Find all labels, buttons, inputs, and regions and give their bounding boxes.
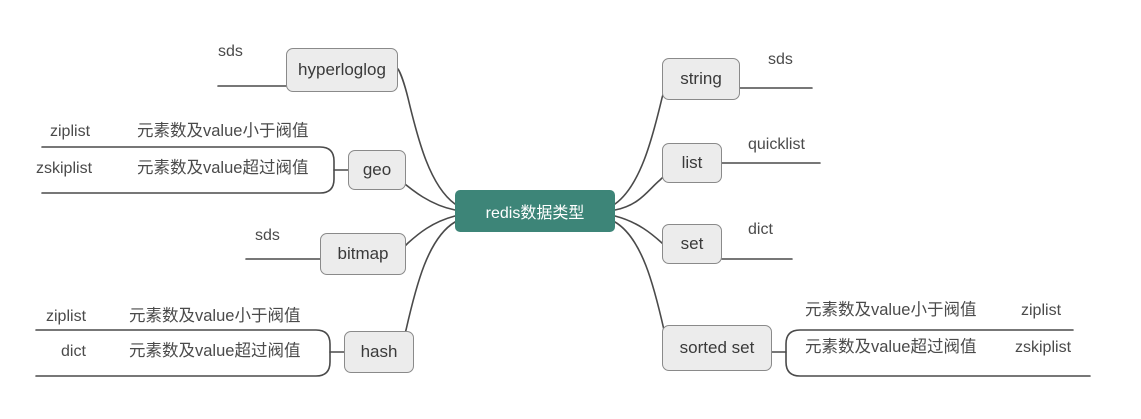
central-node-label: redis数据类型 — [485, 205, 585, 222]
node-hash-label: hash — [360, 342, 398, 361]
label-hash-row1-condition: 元素数及value小于阀值 — [129, 307, 301, 325]
label-string-encoding: sds — [768, 51, 793, 68]
node-hyperloglog[interactable]: hyperloglog — [286, 48, 398, 92]
link-central-string — [614, 77, 671, 205]
node-string-label: string — [680, 69, 722, 88]
node-list-label: list — [681, 153, 703, 172]
bracket-sortedset — [785, 329, 1091, 377]
label-set-encoding: dict — [748, 221, 773, 238]
node-string[interactable]: string — [662, 58, 740, 100]
label-list-encoding: quicklist — [748, 136, 805, 153]
node-hyperloglog-label: hyperloglog — [298, 60, 386, 79]
label-hash-row1-encoding: ziplist — [46, 308, 87, 325]
label-sortedset-row2-condition: 元素数及value超过阀值 — [805, 338, 977, 356]
label-bitmap-encoding: sds — [255, 227, 280, 244]
node-list[interactable]: list — [662, 143, 722, 183]
node-sorted-set-label: sorted set — [679, 338, 755, 357]
label-geo-row1-condition: 元素数及value小于阀值 — [137, 122, 309, 140]
node-hash[interactable]: hash — [344, 331, 414, 373]
label-sortedset-row2-encoding: zskiplist — [1015, 339, 1072, 356]
node-set-label: set — [680, 234, 704, 253]
link-central-bitmap — [399, 215, 456, 252]
central-node[interactable]: redis数据类型 — [455, 190, 615, 232]
node-geo-label: geo — [362, 160, 392, 179]
node-geo[interactable]: geo — [348, 150, 406, 190]
link-central-hyperloglog — [397, 68, 456, 205]
label-sortedset-row1-encoding: ziplist — [1021, 302, 1062, 319]
node-sorted-set[interactable]: sorted set — [662, 325, 772, 371]
label-hash-row2-condition: 元素数及value超过阀值 — [129, 342, 301, 360]
label-hash-row2-encoding: dict — [61, 343, 86, 360]
bracket-hash — [35, 329, 331, 377]
label-sortedset-row1-condition: 元素数及value小于阀值 — [805, 301, 977, 319]
node-bitmap[interactable]: bitmap — [320, 233, 406, 275]
label-geo-row1-encoding: ziplist — [50, 123, 91, 140]
label-geo-row2-condition: 元素数及value超过阀值 — [137, 159, 309, 177]
node-bitmap-label: bitmap — [337, 244, 389, 263]
label-geo-row2-encoding: zskiplist — [36, 160, 93, 177]
label-hyperloglog-encoding: sds — [218, 43, 243, 60]
node-set[interactable]: set — [662, 224, 722, 264]
